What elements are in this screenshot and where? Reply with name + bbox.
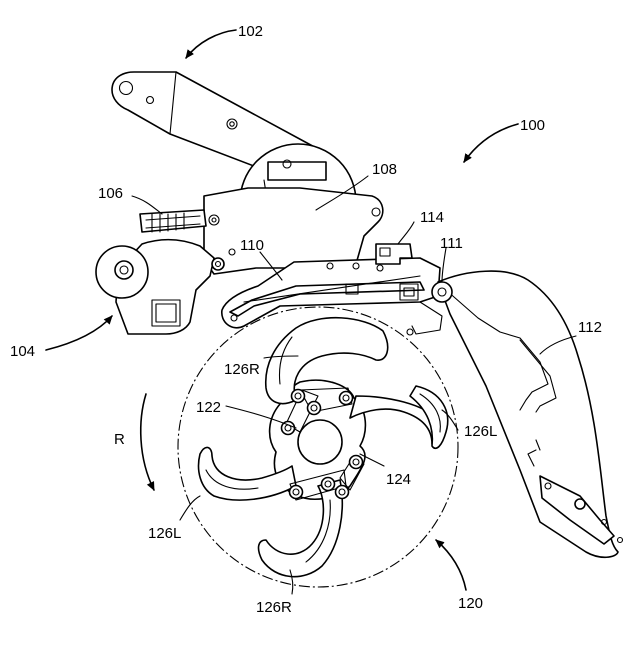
linkage-106 <box>140 210 206 232</box>
pivot-111 <box>432 282 452 302</box>
label-104: 104 <box>10 343 35 360</box>
rotor-shaft <box>298 420 342 464</box>
label-126r-top: 126R <box>224 361 260 378</box>
rotor-assembly <box>178 307 458 587</box>
label-122: 122 <box>196 399 221 416</box>
label-110: 110 <box>240 237 264 254</box>
label-126r-bottom: 126R <box>256 599 292 616</box>
label-126l-left: 126L <box>148 525 181 542</box>
label-114: 114 <box>420 209 444 226</box>
label-rotation: R <box>114 431 125 448</box>
arm-112 <box>432 271 623 557</box>
label-111: 111 <box>440 235 463 252</box>
bracket-104 <box>96 240 224 334</box>
label-112: 112 <box>578 319 602 336</box>
label-126l-right: 126L <box>464 423 497 440</box>
label-108: 108 <box>372 161 397 178</box>
label-100: 100 <box>520 117 545 134</box>
label-120: 120 <box>458 595 483 612</box>
label-124: 124 <box>386 471 411 488</box>
label-106: 106 <box>98 185 123 202</box>
label-102: 102 <box>238 23 263 40</box>
